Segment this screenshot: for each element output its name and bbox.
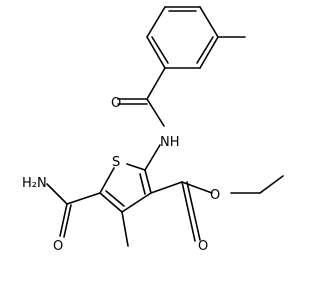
bond-carbonyl-nh: [146, 98, 165, 127]
bond-thiophene-c2-c3-inner: [139, 173, 146, 195]
amide-o-label: O: [53, 239, 63, 254]
bond-amide-nh2: [46, 183, 68, 205]
bond-thiophene-c5-s: [99, 167, 115, 194]
bond-amide-co-2: [63, 204, 72, 238]
bond-benzene-5: [146, 36, 166, 69]
amide-n-label: H₂N: [22, 176, 47, 191]
bond-benzene-3: [199, 36, 219, 69]
bond-nh-thiophene: [144, 144, 161, 171]
bond-amide-co-1: [59, 203, 68, 237]
ester-o-double-label: O: [198, 239, 208, 254]
bond-set: [46, 6, 284, 247]
bond-thiophene-methyl: [121, 211, 129, 247]
bond-thiophene-s-c2: [126, 163, 146, 171]
bond-thiophene-c2-c3: [144, 169, 152, 194]
bond-aryl-carbonyl: [146, 67, 166, 100]
benzamide-o-label: O: [111, 96, 121, 111]
molecule-structure: H₂N O S O NH O O: [22, 6, 284, 254]
atom-labels: H₂N O S O NH O O: [22, 96, 220, 254]
nh-label: NH: [160, 135, 180, 150]
bond-benzene-6: [146, 6, 166, 38]
bond-ester-co-1: [181, 181, 196, 242]
bond-benzene-5-inner: [151, 36, 169, 64]
bond-ester-co-2: [186, 181, 201, 241]
bond-thiophene-c3-c4: [121, 192, 152, 213]
bond-c5-amide-carbon: [66, 192, 101, 205]
bond-thiophene-c4-c5: [99, 192, 123, 213]
bond-c3-ester-carbon: [150, 181, 183, 194]
bond-ester-o: [181, 181, 213, 194]
bond-benzene-3-inner: [196, 36, 214, 64]
bond-thiophene-c4-c5-inner: [105, 190, 125, 207]
bond-ethyl-2: [259, 175, 284, 194]
ester-o-single-label: O: [210, 188, 220, 203]
ring-s-label: S: [112, 155, 120, 170]
bond-benzene-2: [199, 6, 219, 38]
